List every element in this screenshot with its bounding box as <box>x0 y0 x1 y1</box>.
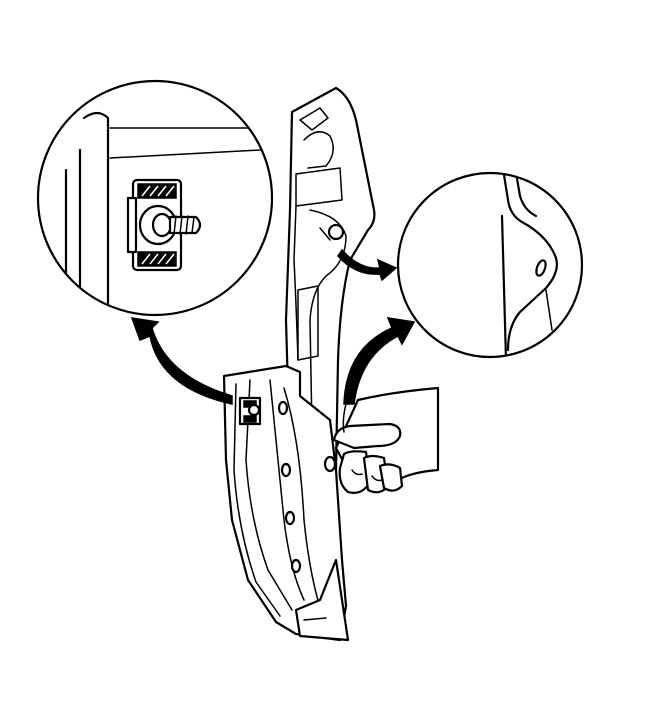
clip-detail-circle <box>36 79 274 317</box>
tab-detail-circle <box>396 171 584 359</box>
arrow-to-clip-detail-icon <box>130 317 233 405</box>
arrow-pull-direction-icon <box>343 317 416 405</box>
hand-icon <box>332 386 440 494</box>
panel-clip-icon <box>238 396 262 426</box>
retaining-tab-icon <box>498 173 558 357</box>
pillar-trim-panel <box>222 86 376 642</box>
clip-fastener-icon <box>126 178 202 272</box>
arrow-to-tab-detail-icon <box>337 248 398 282</box>
tab-detail-border <box>396 171 584 359</box>
